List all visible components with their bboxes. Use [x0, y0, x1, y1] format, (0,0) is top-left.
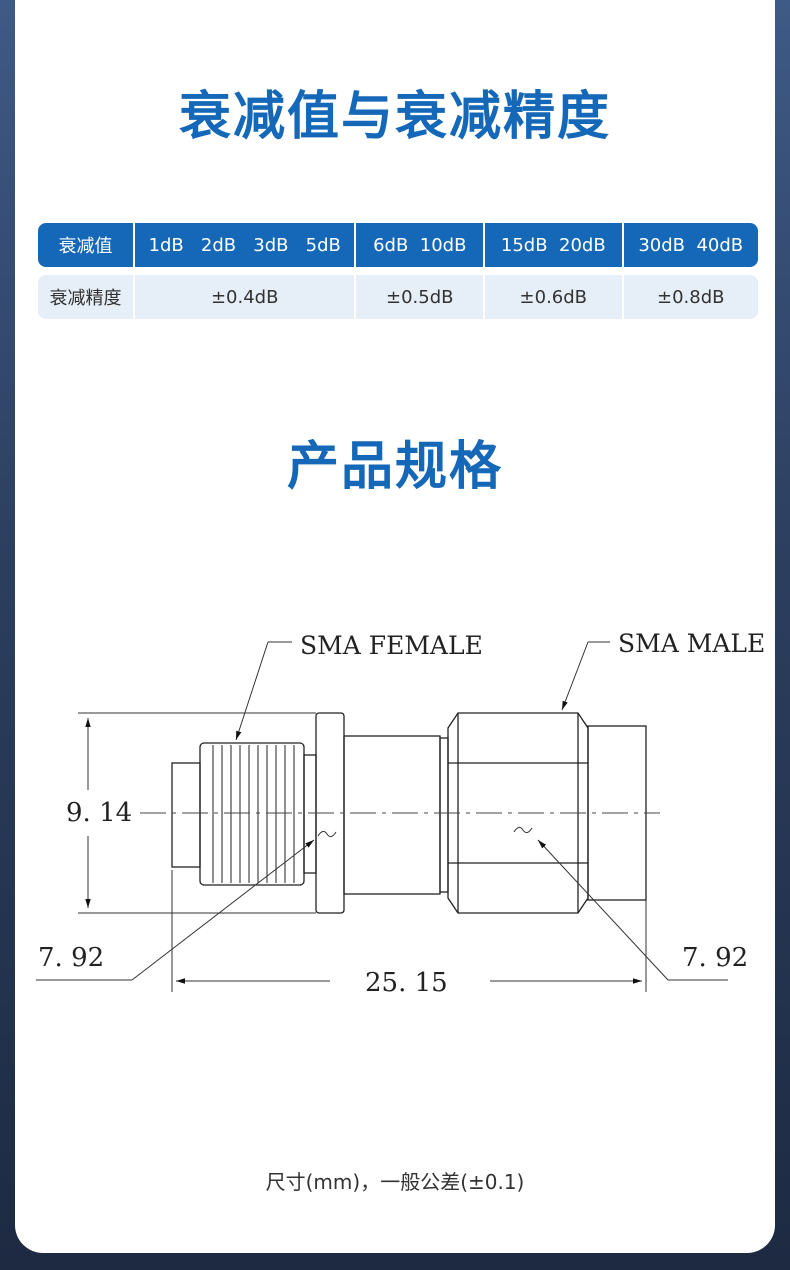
table-cell: ±0.8dB: [657, 286, 725, 308]
female-collar: [303, 754, 317, 874]
table-header-cell: 1dB 2dB 3dB 5dB: [135, 223, 357, 267]
knurl-lines: [212, 745, 295, 883]
spec-title: 产品规格: [286, 437, 503, 497]
table-header-label: 衰减值: [38, 223, 135, 267]
content-card: [15, 0, 775, 1253]
left-diameter-text: 7. 92: [38, 943, 104, 973]
female-pin-body: [171, 762, 201, 868]
height-dimension-text: 9. 14: [66, 798, 132, 828]
table-header-cell: 15dB 20dB: [485, 223, 624, 267]
table-header-cell: 6dB 10dB: [356, 223, 486, 267]
length-dimension-text: 25. 15: [365, 968, 448, 998]
sma-female-label: SMA FEMALE: [300, 631, 483, 660]
right-diameter-text: 7. 92: [682, 943, 748, 973]
table-cell: ±0.4dB: [135, 275, 357, 319]
table-header-cell: 30dB 40dB: [638, 234, 744, 256]
body-tube: [343, 735, 441, 895]
sma-male-label: SMA MALE: [618, 629, 765, 658]
table-cell: ±0.5dB: [356, 275, 486, 319]
accuracy-row: 衰减精度 ±0.4dB ±0.5dB ±0.6dB ±0.8dB: [38, 275, 758, 319]
attenuation-header-row: 衰减值 1dB 2dB 3dB 5dB 6dB 10dB 15dB 20dB 3…: [38, 223, 758, 267]
table-cell: ±0.6dB: [485, 275, 624, 319]
technical-drawing: 9. 14 25. 15 7. 92 7. 92 SMA FEMALE SMA …: [36, 629, 765, 998]
attenuation-title: 衰减值与衰减精度: [178, 87, 611, 147]
dimension-note: 尺寸(mm)，一般公差(±0.1): [265, 1170, 525, 1194]
body-step: [439, 737, 449, 893]
table-row-label: 衰减精度: [38, 275, 135, 319]
female-knurled-nut: [199, 742, 305, 886]
